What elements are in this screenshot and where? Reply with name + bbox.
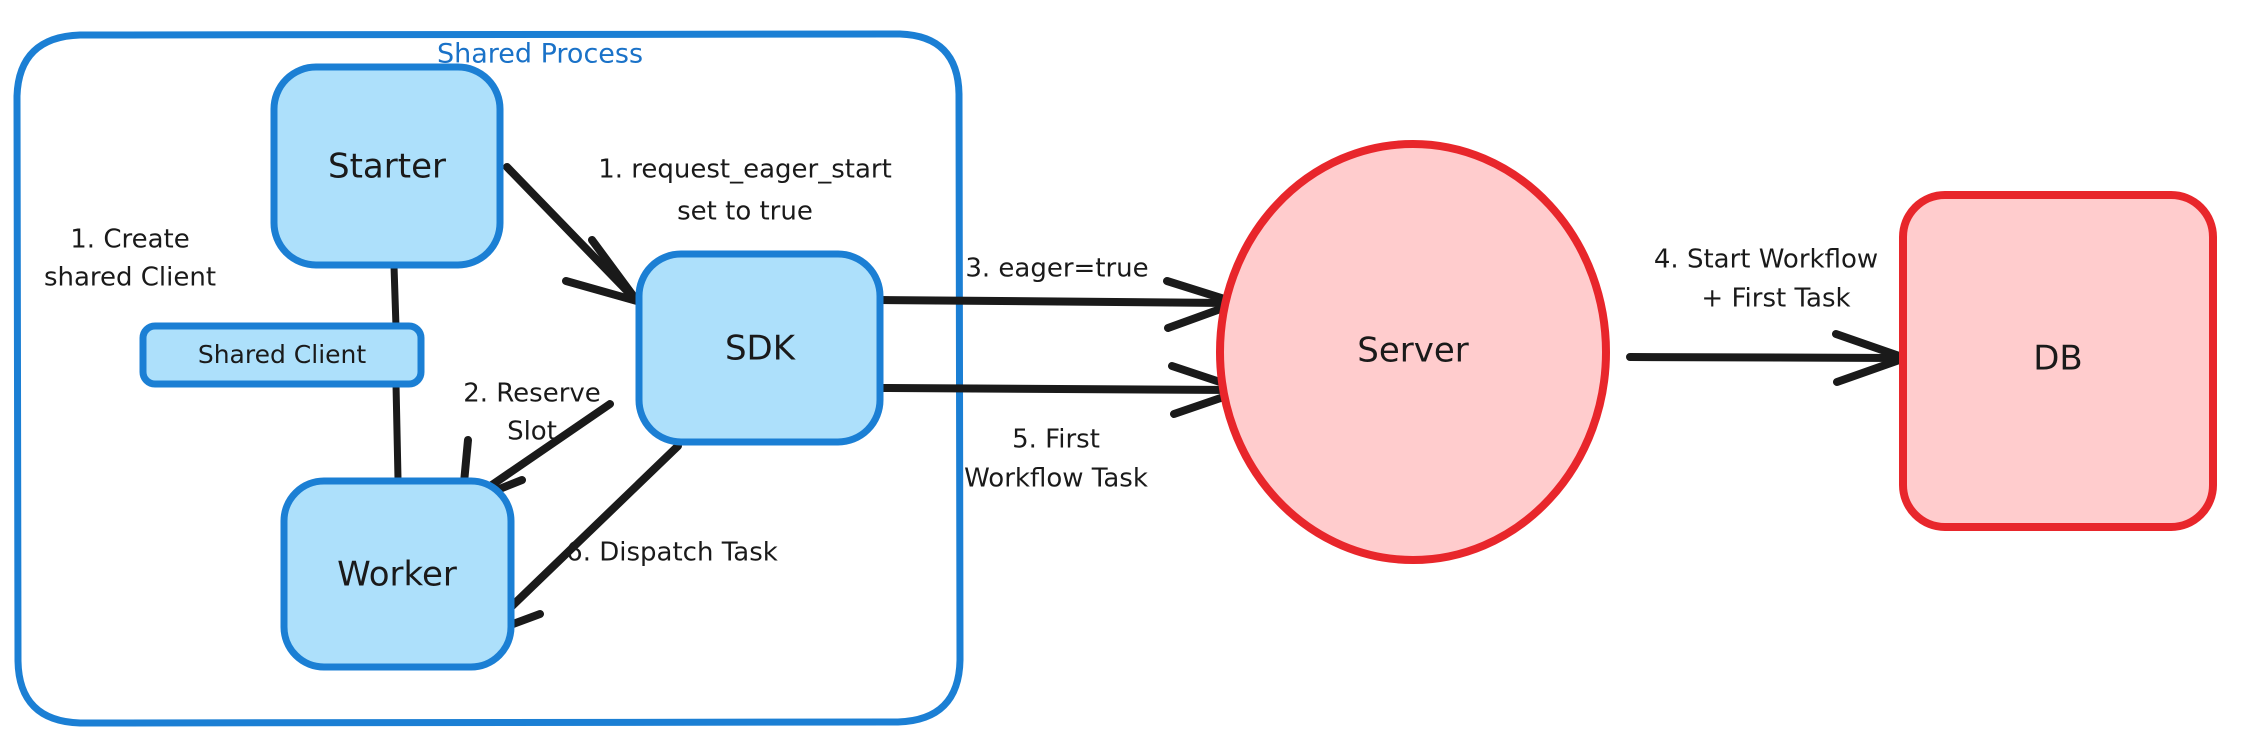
edge-label-create-shared-client: 1. Create shared Client [44,225,216,293]
edge-label-line-0: 1. Create [70,225,189,255]
node-sdk[interactable]: SDK [635,250,884,446]
sdk-label: SDK [725,329,797,369]
edge-start-workflow[interactable] [1626,330,1909,386]
edge-label-line-1: set to true [677,197,813,227]
edge-label-first-workflow-task: 5. First Workflow Task [964,425,1148,494]
server-shape [1216,140,1610,564]
edge-label-line-0: 5. First [1012,425,1100,455]
edge-label-line-0: 2. Reserve [463,379,601,409]
edge-label-line-1: Workflow Task [964,464,1148,494]
edge-shared-client-connector [390,262,402,483]
node-server[interactable]: Server [1216,140,1610,564]
edge-label-line-0: 4. Start Workflow [1654,245,1878,275]
group-shared-process[interactable]: Shared Process [13,30,964,727]
edge-label-line-1: Slot [507,417,557,447]
edge-label-line-0: 3. eager=true [965,254,1148,284]
edge-label-request-eager-start: 1. request_eager_start set to true [598,155,892,227]
worker-shape [280,477,515,671]
shared-process-label: Shared Process [437,39,643,70]
node-starter[interactable]: Starter [270,63,504,269]
node-worker[interactable]: Worker [280,477,515,671]
edge-label-line-0: 1. request_eager_start [598,155,892,185]
edge-label-dispatch-task: 6. Dispatch Task [566,538,778,568]
db-label: DB [2033,339,2083,379]
edge-label-start-workflow: 4. Start Workflow + First Task [1654,245,1878,314]
sdk-shape [635,250,884,446]
node-db[interactable]: DB [1899,191,2217,531]
shared-process-border [13,30,964,727]
starter-shape [270,63,504,269]
edge-label-reserve-slot: 2. Reserve Slot [463,379,601,447]
starter-label: Starter [328,147,446,187]
worker-label: Worker [337,555,457,595]
node-shared-client[interactable]: Shared Client [139,322,425,388]
shared-client-label: Shared Client [198,340,367,369]
edge-label-line-1: + First Task [1701,284,1850,314]
edge-label-eager-true: 3. eager=true [965,254,1148,284]
db-shape [1899,191,2217,531]
shared-client-shape [139,322,425,388]
edge-label-line-0: 6. Dispatch Task [566,538,778,568]
server-label: Server [1357,331,1469,371]
edge-label-line-1: shared Client [44,263,216,293]
